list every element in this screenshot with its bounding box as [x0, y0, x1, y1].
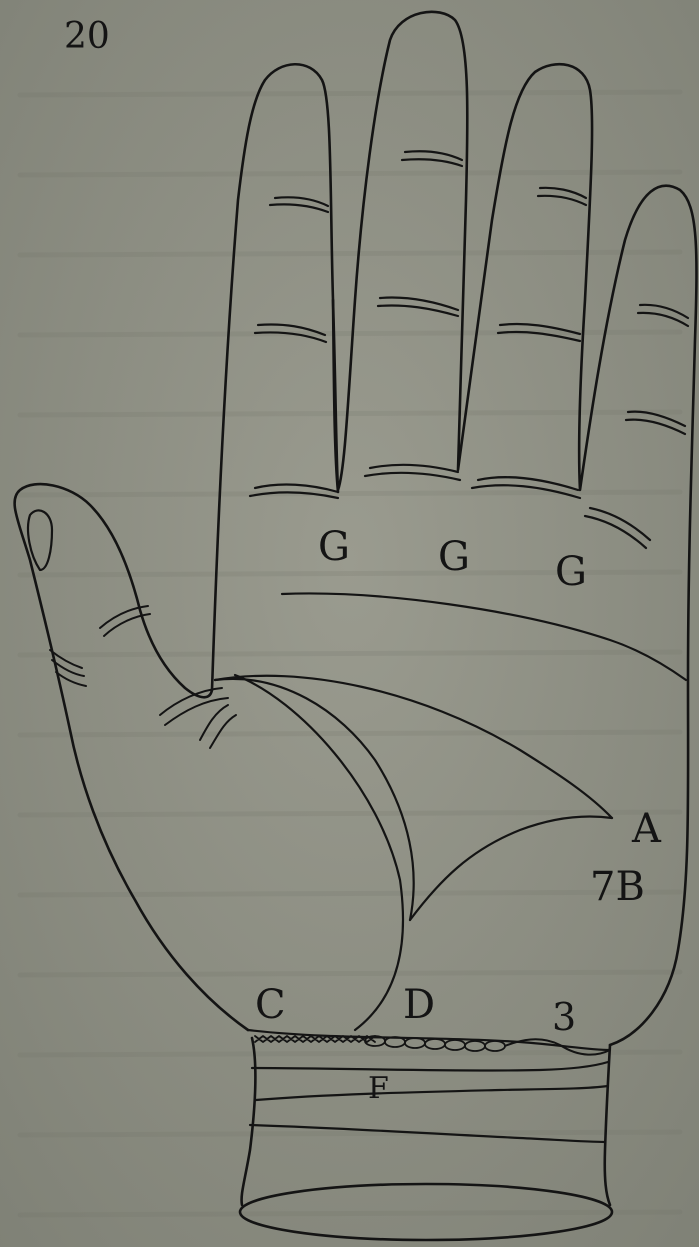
label-g-ring: G	[555, 549, 587, 595]
label-b: 7B	[590, 864, 645, 910]
label-c: C	[255, 982, 286, 1028]
label-g-middle: G	[438, 534, 470, 580]
page-number: 20	[64, 16, 110, 57]
label-d: D	[403, 982, 435, 1028]
label-a: A	[631, 806, 662, 852]
label-f: F	[368, 1071, 389, 1106]
label-3: 3	[552, 995, 576, 1039]
label-g-index: G	[318, 524, 350, 570]
